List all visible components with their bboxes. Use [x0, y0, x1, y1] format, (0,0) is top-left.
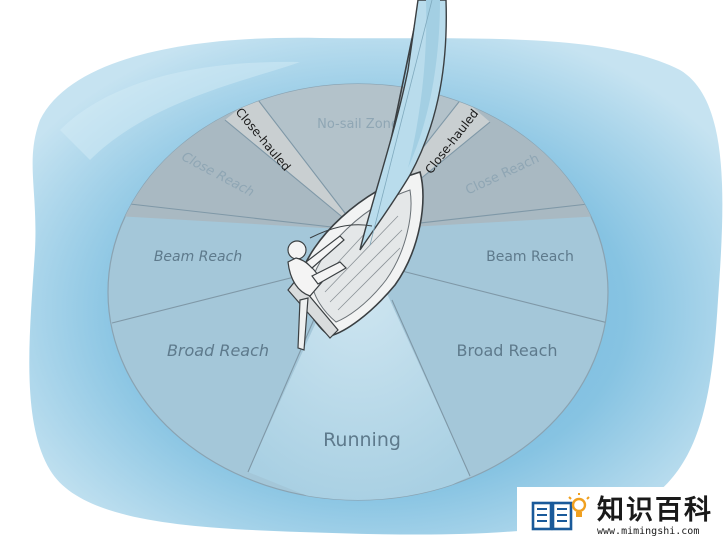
watermark-url: www.mimingshi.com — [597, 525, 700, 537]
sector-running — [248, 230, 470, 500]
watermark: 知识百科 www.mimingshi.com — [517, 487, 728, 546]
water-highlight — [60, 61, 300, 160]
sector-close-hauled-left — [225, 96, 358, 230]
boat-sheet-line — [309, 224, 373, 239]
boat-rudder — [297, 297, 309, 351]
label-beam-reach-left: Beam Reach — [154, 249, 242, 265]
sector-close-reach-left — [108, 96, 358, 230]
sailboat — [287, 0, 447, 351]
sailor-figure — [287, 235, 347, 297]
sail-shadow — [408, 0, 440, 168]
sail-batten — [369, 0, 433, 246]
label-broad-reach-left: Broad Reach — [167, 341, 269, 360]
label-beam-reach-right: Beam Reach — [486, 249, 574, 265]
watermark-title: 知识百科 — [597, 494, 713, 526]
boat-deck — [311, 189, 412, 323]
label-running: Running — [323, 429, 401, 451]
label-no-sail-zone: No-sail Zone — [317, 117, 399, 132]
book-lightbulb-icon — [531, 492, 590, 530]
label-broad-reach-right: Broad Reach — [456, 341, 557, 360]
boat-transom — [287, 279, 339, 339]
